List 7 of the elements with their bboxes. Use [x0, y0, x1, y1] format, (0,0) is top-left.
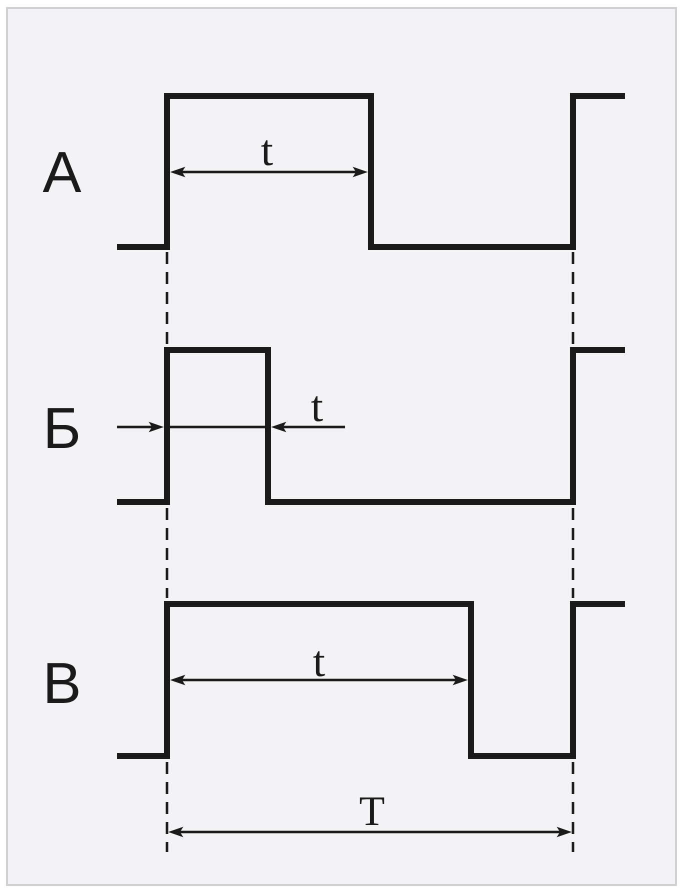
duration-label: t — [311, 396, 323, 422]
waveform-letter: А — [42, 152, 82, 192]
waveform-letter: В — [47, 663, 78, 703]
waveform-letter: Б — [48, 408, 78, 448]
duration-label: t — [313, 651, 325, 676]
duration-label: t — [261, 140, 273, 166]
period-label: T — [360, 798, 384, 825]
